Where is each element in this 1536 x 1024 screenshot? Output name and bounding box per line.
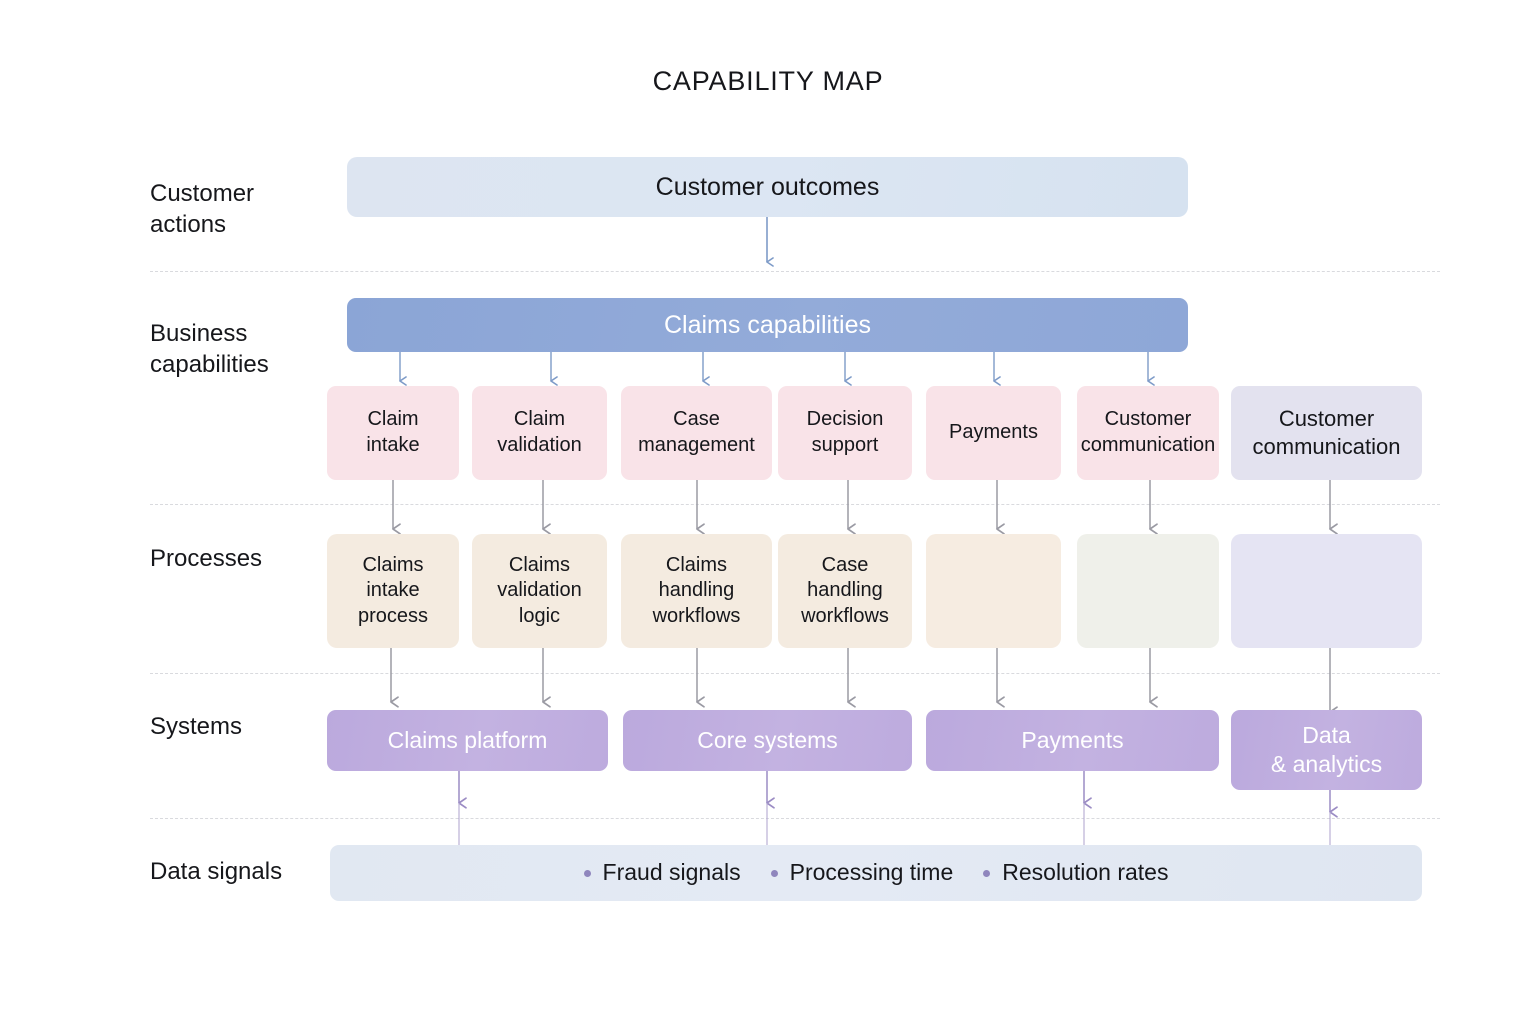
capability-box-payments[interactable]: Payments (926, 386, 1061, 480)
data-signal-item-fraud-signals[interactable]: Fraud signals (583, 858, 741, 887)
system-box-core-systems[interactable]: Core systems (623, 710, 912, 771)
process-claims-validation-line2: validation (497, 579, 582, 602)
row-label-customer-actions-line2: actions (150, 211, 227, 238)
bullet-icon (770, 869, 778, 877)
row-label-business-capabilities: Business capabilities (150, 318, 340, 380)
system-claims-platform-label: Claims platform (387, 726, 548, 753)
process-box-claims-intake-process[interactable]: Claims intake process (327, 534, 459, 648)
band-data-signals[interactable]: Fraud signals Processing time Resolution… (330, 845, 1422, 901)
system-box-claims-platform[interactable]: Claims platform (327, 710, 608, 771)
band-customer-outcomes-label: Customer outcomes (655, 173, 880, 201)
process-claims-intake-line1: Claims (362, 553, 424, 576)
capability-box-case-management[interactable]: Case management (621, 386, 772, 480)
capability-box-customer-communication-secondary[interactable]: Customer communication (1231, 386, 1422, 480)
process-claims-validation-line3: logic (518, 604, 561, 627)
system-data-analytics-line1: Data (1302, 721, 1351, 748)
row-label-business-capabilities-line1: Business (150, 320, 248, 347)
process-case-handling-line3: workflows (801, 604, 889, 627)
capability-claim-intake-line1: Claim (367, 408, 419, 431)
capability-claim-intake-line2: intake (366, 434, 420, 456)
capability-customer-communication-line2: communication (1080, 434, 1216, 456)
process-claims-intake-line3: process (357, 604, 429, 627)
system-core-systems-label: Core systems (697, 726, 838, 753)
capability-customer-communication-line1: Customer (1104, 408, 1192, 431)
separator-systems-signals (150, 818, 1440, 819)
system-box-payments[interactable]: Payments (926, 710, 1219, 771)
capability-box-claim-intake[interactable]: Claim intake (327, 386, 459, 480)
capability-case-management-line1: Case (673, 408, 720, 431)
process-box-case-handling-workflows[interactable]: Case handling workflows (778, 534, 912, 648)
system-box-data-analytics[interactable]: Data & analytics (1231, 710, 1422, 790)
row-label-customer-actions-line1: Customer (150, 180, 255, 207)
capability-claim-validation-line1: Claim (513, 408, 566, 431)
process-claims-handling-line2: handling (658, 579, 735, 602)
row-label-business-capabilities-line2: capabilities (150, 351, 269, 378)
capability-customer-communication-secondary-line1: Customer (1278, 405, 1375, 431)
process-box-empty-2[interactable] (1077, 534, 1219, 648)
process-claims-validation-line1: Claims (508, 553, 571, 576)
process-box-empty-1[interactable] (926, 534, 1061, 648)
capability-box-decision-support[interactable]: Decision support (778, 386, 912, 480)
system-payments-label: Payments (1021, 726, 1124, 753)
data-signal-label-resolution-rates: Resolution rates (1002, 859, 1169, 886)
process-claims-handling-line3: workflows (652, 604, 741, 627)
bullet-icon (983, 869, 991, 877)
capability-box-customer-communication[interactable]: Customer communication (1077, 386, 1219, 480)
capability-payments-line1: Payments (949, 421, 1038, 444)
data-signal-item-resolution-rates[interactable]: Resolution rates (983, 858, 1168, 887)
process-box-empty-3[interactable] (1231, 534, 1422, 648)
capability-box-claim-validation[interactable]: Claim validation (472, 386, 607, 480)
process-box-claims-validation-logic[interactable]: Claims validation logic (472, 534, 607, 648)
data-signal-label-fraud-signals: Fraud signals (602, 859, 741, 886)
band-claims-capabilities-label: Claims capabilities (663, 311, 872, 339)
row-label-data-signals: Data signals (150, 858, 283, 885)
process-claims-intake-line2: intake (366, 579, 420, 602)
capability-decision-support-line2: support (811, 434, 879, 456)
band-claims-capabilities[interactable]: Claims capabilities (347, 298, 1188, 352)
page-title: CAPABILITY MAP (652, 66, 884, 96)
capability-decision-support-line1: Decision (806, 408, 884, 431)
separator-actions-capabilities (150, 271, 1440, 272)
process-box-claims-handling-workflows[interactable]: Claims handling workflows (621, 534, 772, 648)
row-label-processes: Processes (150, 545, 263, 572)
separator-processes-systems (150, 673, 1440, 674)
process-case-handling-line1: Case (821, 553, 869, 576)
capability-customer-communication-secondary-line2: communication (1252, 434, 1401, 459)
process-case-handling-line2: handling (807, 579, 883, 602)
system-data-analytics-line2: & analytics (1270, 751, 1383, 777)
capability-claim-validation-line2: validation (497, 434, 582, 456)
band-customer-outcomes[interactable]: Customer outcomes (347, 157, 1188, 217)
separator-capabilities-processes (150, 504, 1440, 505)
data-signal-label-processing-time: Processing time (789, 859, 954, 886)
data-signal-item-processing-time[interactable]: Processing time (770, 858, 954, 887)
process-claims-handling-line1: Claims (665, 553, 728, 576)
row-label-customer-actions: Customer actions (150, 178, 340, 240)
bullet-icon (583, 869, 591, 877)
capability-case-management-line2: management (638, 434, 755, 456)
row-label-systems: Systems (150, 713, 243, 740)
